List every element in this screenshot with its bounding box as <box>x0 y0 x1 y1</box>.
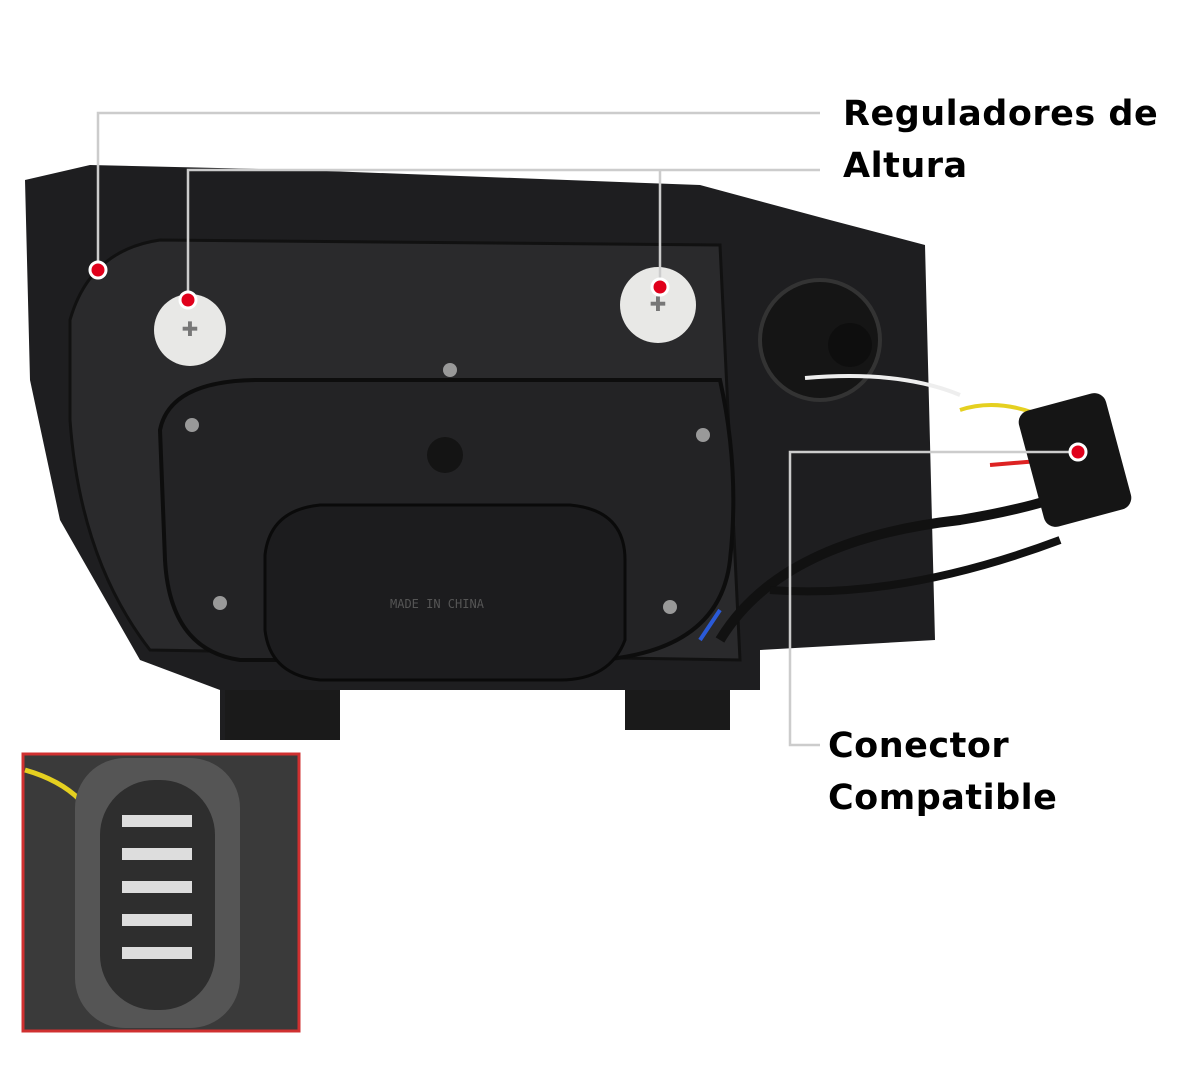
height-adjusters-label: Reguladores de Altura <box>843 88 1158 192</box>
connector-closeup-inset <box>21 752 301 1033</box>
callout-lines <box>96 111 1078 747</box>
label-line: Reguladores de <box>843 94 1159 134</box>
headlight-housing: MADE IN CHINA ✚ ✚ <box>25 165 1132 740</box>
svg-text:✚: ✚ <box>182 317 199 341</box>
marker-dots <box>88 260 1088 462</box>
label-line: Altura <box>843 146 968 186</box>
made-in-china-stamp: MADE IN CHINA <box>390 597 485 611</box>
label-line: Compatible <box>828 778 1058 818</box>
connector-label: Conector Compatible <box>828 720 1057 824</box>
label-line: Conector <box>828 726 1010 766</box>
svg-text:✚: ✚ <box>650 292 667 316</box>
